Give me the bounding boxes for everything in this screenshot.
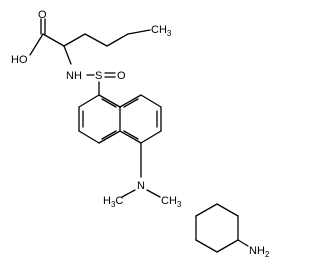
- bond-c2-c3: [63, 33, 86, 47]
- ring-bond: [98, 94, 121, 108]
- cyclohexane-ring-bonds: [195, 203, 249, 253]
- methyl-left-label: H3C: [103, 195, 123, 209]
- chemical-structure-drawing: CH3 O HO NH S O N H3C CH3 NH2: [11, 9, 270, 259]
- dimethylamino-n-label: N: [137, 180, 145, 192]
- bond-c3-c4: [84, 33, 108, 47]
- ring-bond: [195, 239, 218, 253]
- carboxyl-bonds: [29, 18, 65, 56]
- bond-c2-c1: [42, 33, 65, 47]
- ring-bond: [216, 203, 239, 217]
- side-chain-bonds: [63, 29, 151, 47]
- methyl-right-label: CH3: [161, 195, 182, 209]
- bond-n-methyl-left: [121, 189, 136, 198]
- carbonyl-oxygen-label: O: [38, 9, 47, 21]
- amine-label: NH2: [249, 245, 270, 259]
- bond-c4-c5: [106, 33, 129, 47]
- ring-double-bond-inner: [101, 98, 117, 108]
- sulfonamide-bonds: [63, 45, 116, 96]
- bond-ring-nh2: [237, 239, 249, 247]
- ch3-terminal-label: CH3: [151, 24, 172, 38]
- ring-bond: [216, 239, 239, 253]
- ring-bond: [119, 130, 142, 144]
- dimethylamino-bonds: [121, 142, 161, 198]
- ring-bond: [78, 94, 100, 108]
- amide-nh-label: NH: [66, 70, 82, 82]
- ring-bond: [195, 203, 218, 217]
- ring-bond: [78, 130, 100, 144]
- sulfur-label: S: [95, 70, 102, 82]
- bond-c5-c6: [127, 29, 151, 35]
- sulfonyl-oxygen-label: O: [117, 70, 126, 82]
- ring-bond: [140, 130, 162, 144]
- ring-bond: [119, 94, 142, 108]
- bond-c2-n: [63, 45, 72, 65]
- ring-double-bond-inner: [123, 98, 139, 108]
- bond-n-methyl-right: [146, 189, 161, 198]
- naphthalene-ring-bonds: [78, 94, 162, 144]
- ring-double-bond-inner: [101, 130, 117, 140]
- hydroxyl-label: HO: [11, 54, 28, 66]
- ring-bond: [140, 94, 162, 108]
- ring-bond: [98, 130, 121, 144]
- bond-c1-oh: [29, 33, 44, 56]
- ring-double-bond-inner: [123, 130, 139, 140]
